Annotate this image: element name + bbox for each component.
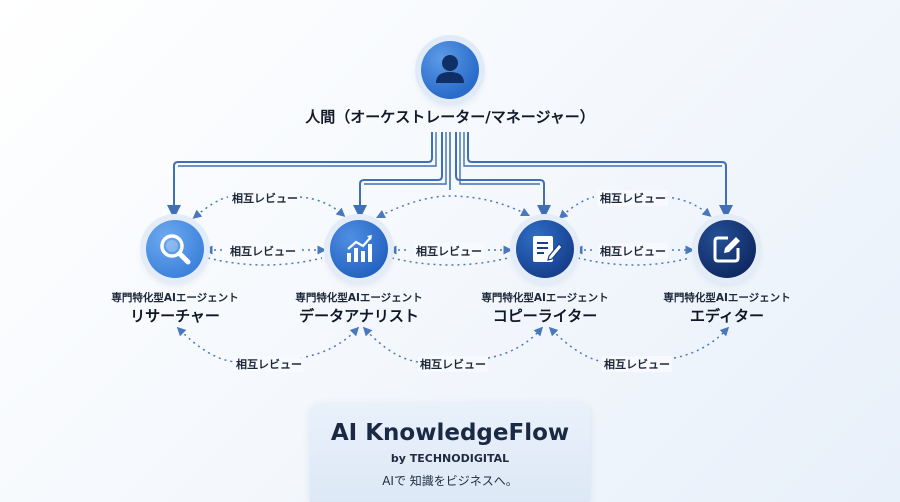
review-mid-2c <box>391 257 509 266</box>
review-label: 相互レビュー <box>230 190 300 206</box>
review-mid-1c <box>207 257 323 266</box>
line-to-analyst <box>353 132 443 219</box>
bar-chart-icon <box>347 235 372 262</box>
review-label: 相互レビュー <box>414 243 484 259</box>
brand-card: AI KnowledgeFlow by TECHNODIGITAL AIで 知識… <box>310 403 590 502</box>
review-top-3 <box>558 196 595 219</box>
review-bottom-2 <box>362 326 419 363</box>
brand-tagline: AIで 知識をビジネスへ。 <box>382 474 518 488</box>
agent-name-copywriter: コピーライター <box>492 307 598 325</box>
distribution-lines <box>167 132 733 219</box>
researcher-node <box>146 220 204 278</box>
review-label: 相互レビュー <box>228 243 298 259</box>
review-label: 相互レビュー <box>598 243 668 259</box>
editor-node <box>698 220 756 278</box>
review-top-1b <box>299 196 346 217</box>
brand-title: AI KnowledgeFlow <box>330 420 570 446</box>
magnifier-icon <box>160 234 191 265</box>
peer-review-arrows <box>176 195 730 363</box>
review-label: 相互レビュー <box>602 356 672 372</box>
line-to-analyst-2 <box>364 132 447 185</box>
review-bottom-2b <box>487 326 544 359</box>
agent-type-researcher: 専門特化型AIエージェント <box>111 292 239 304</box>
line-to-researcher-2 <box>178 132 437 167</box>
line-to-writer <box>455 132 551 219</box>
review-bottom-1b <box>299 326 360 359</box>
agent-name-researcher: リサーチャー <box>130 307 220 325</box>
agent-name-editor: エディター <box>690 307 764 325</box>
agent-type-copywriter: 専門特化型AIエージェント <box>481 292 609 304</box>
agent-name-analyst: データアナリスト <box>299 307 419 325</box>
person-icon <box>436 55 464 83</box>
review-bottom-3b <box>673 326 730 359</box>
human-label: 人間（オーケストレーター/マネージャー） <box>305 108 595 126</box>
copywriter-node <box>516 220 574 278</box>
review-top-2 <box>375 195 531 219</box>
line-to-researcher <box>167 132 433 219</box>
review-top-3b <box>665 196 712 217</box>
review-label: 相互レビュー <box>418 356 488 372</box>
agent-type-analyst: 専門特化型AIエージェント <box>295 292 423 304</box>
brand-by: by TECHNODIGITAL <box>390 452 510 465</box>
review-bottom-1 <box>176 326 237 363</box>
line-to-editor-2 <box>463 132 722 167</box>
agent-type-editor: 専門特化型AIエージェント <box>663 292 791 304</box>
line-to-editor <box>467 132 733 219</box>
review-label: 相互レビュー <box>234 356 304 372</box>
review-top-1 <box>192 196 229 219</box>
line-to-writer-2 <box>459 132 540 185</box>
review-label: 相互レビュー <box>598 190 668 206</box>
document-pen-icon <box>533 236 563 262</box>
analyst-node <box>330 220 388 278</box>
review-mid-3c <box>577 257 691 266</box>
edit-square-icon <box>713 236 740 263</box>
review-bottom-3 <box>548 326 605 363</box>
human-avatar <box>421 41 479 99</box>
